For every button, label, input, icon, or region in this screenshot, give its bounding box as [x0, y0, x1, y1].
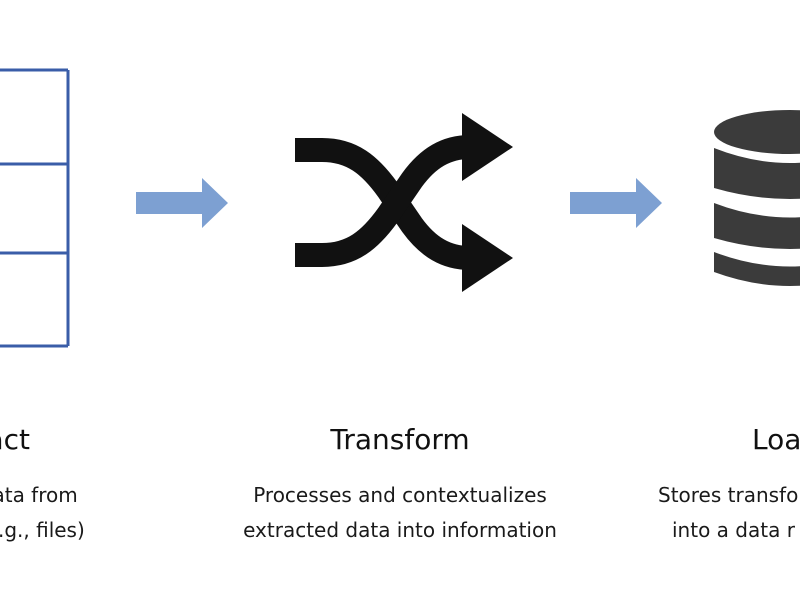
- extract-description-line-2: rces (e.g., files): [0, 518, 85, 542]
- extract-title: tract: [0, 423, 31, 456]
- extract-description-line-1: s data from: [0, 483, 78, 507]
- transform-title: Transform: [330, 423, 470, 456]
- right-arrow-icon: [136, 178, 228, 228]
- right-arrow-icon: [570, 178, 662, 228]
- shuffle-icon: [295, 113, 513, 292]
- table-icon: [0, 68, 70, 348]
- transform-description-line-2: extracted data into information: [243, 518, 557, 542]
- transform-description: Processes and contextualizes extracted d…: [200, 478, 600, 548]
- extract-description: s data from rces (e.g., files): [0, 478, 170, 548]
- transform-description-line-1: Processes and contextualizes: [253, 483, 547, 507]
- load-description: Stores transfo into a data r: [600, 478, 800, 548]
- load-title: Loa: [752, 423, 800, 456]
- database-icon: [714, 110, 800, 286]
- load-description-line-2: into a data r: [672, 518, 795, 542]
- load-description-line-1: Stores transfo: [658, 483, 799, 507]
